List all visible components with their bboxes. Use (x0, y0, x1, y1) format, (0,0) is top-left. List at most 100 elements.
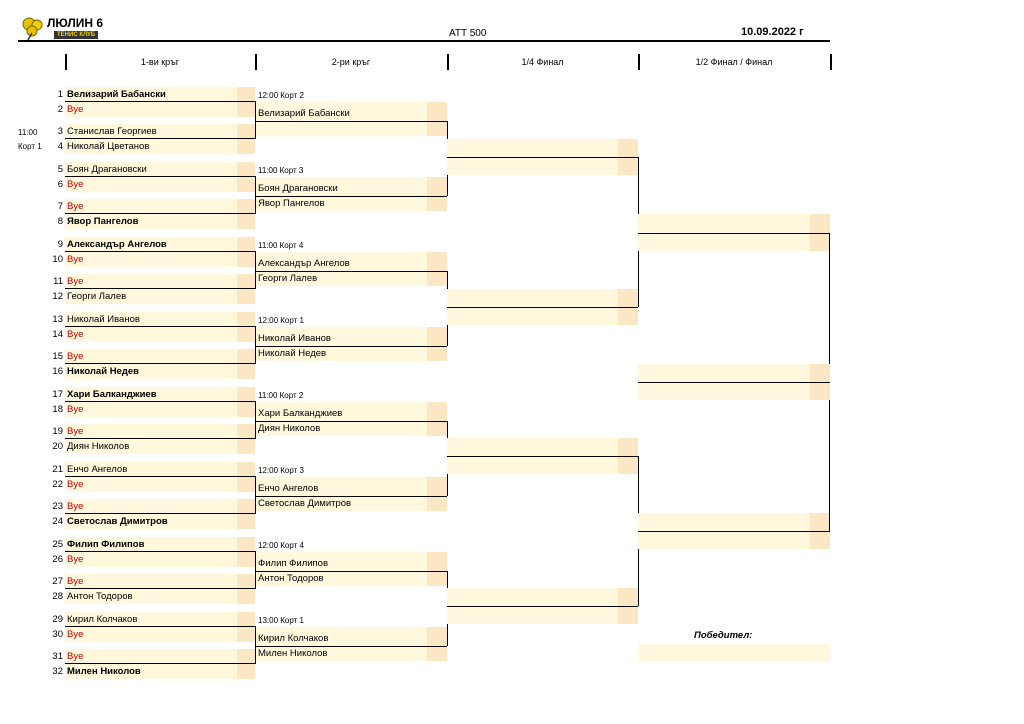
qf-divider (447, 307, 638, 309)
r1-slot-fill (65, 664, 237, 679)
r1-score-fill (237, 289, 255, 304)
r2-score-fill (427, 477, 447, 511)
r2-link-bottom (255, 346, 447, 348)
r1-connector-vertical (255, 176, 257, 214)
r1-connector-bottom (65, 213, 255, 215)
r1-connector-bottom (65, 138, 255, 140)
r1-connector-vertical (255, 551, 257, 589)
r1-score-fill (237, 612, 255, 627)
r2-player-name: Диян Николов (258, 423, 321, 434)
r1-score-fill (237, 574, 255, 589)
r1-slot-fill (65, 537, 237, 552)
r2-link-bottom (255, 646, 447, 648)
sf-slot-fill (638, 214, 810, 251)
round-divider (255, 54, 257, 70)
r1-slot-fill (65, 274, 237, 289)
bye-slot: Bye (67, 351, 84, 362)
r1-slot-fill (65, 387, 237, 402)
bye-slot: Bye (67, 254, 84, 265)
r1-slot-fill (65, 574, 237, 589)
r1-connector-vertical (255, 101, 257, 139)
seed-number: 16 (52, 366, 63, 377)
bye-slot: Bye (67, 501, 84, 512)
r2-player-name: Николай Недев (258, 348, 327, 359)
r2-player-name: Явор Пангелов (258, 198, 325, 209)
r2-player-name: Енчо Ангелов (258, 483, 319, 494)
r1-slot-fill (65, 514, 237, 529)
bye-slot: Bye (67, 426, 84, 437)
player-name: Николай Недев (67, 366, 139, 377)
seed-number: 5 (57, 164, 63, 175)
round-divider (638, 54, 640, 70)
r1-score-fill (237, 552, 255, 567)
seed-number: 20 (52, 441, 63, 452)
bye-slot: Bye (67, 179, 84, 190)
r1-slot-fill (65, 462, 237, 477)
seed-number: 11 (53, 276, 63, 287)
r1-slot-fill (65, 162, 237, 177)
r2-link-bottom (255, 196, 447, 198)
r1-score-fill (237, 402, 255, 417)
r1-connector-top (65, 626, 255, 628)
r1-score-fill (237, 627, 255, 642)
r1-connector-top (65, 326, 255, 328)
seed-number: 10 (52, 254, 63, 265)
round-divider (65, 54, 67, 70)
r1-connector-bottom (65, 438, 255, 440)
r1-slot-fill (65, 612, 237, 627)
r2-slot-fill (256, 102, 427, 136)
schedule-court: Корт 1 (18, 142, 42, 151)
sf-score-fill (810, 214, 830, 251)
match-info: 12:00 Корт 4 (258, 541, 304, 550)
round-header-2: 2-ри кръг (331, 57, 371, 67)
bye-slot: Bye (67, 276, 84, 287)
r1-slot-fill (65, 499, 237, 514)
bye-slot: Bye (67, 201, 84, 212)
r2-score-fill (427, 327, 447, 361)
r1-score-fill (237, 139, 255, 154)
match-info: 12:00 Корт 3 (258, 466, 304, 475)
r2-link-top (255, 271, 447, 273)
r1-connector-bottom (65, 663, 255, 665)
sf-divider (638, 233, 830, 235)
r1-slot-fill (65, 139, 237, 154)
r1-score-fill (237, 499, 255, 514)
r1-connector-vertical (255, 476, 257, 514)
seed-number: 28 (52, 591, 63, 602)
r1-slot-fill (65, 237, 237, 252)
r2-slot-fill (256, 552, 427, 586)
bye-slot: Bye (67, 629, 84, 640)
r2-slot-fill (256, 327, 427, 361)
r1-score-fill (237, 124, 255, 139)
seed-number: 1 (57, 89, 63, 100)
round-divider (447, 54, 449, 70)
r2-player-name: Милен Николов (258, 648, 328, 659)
player-name: Николай Цветанов (67, 141, 150, 152)
seed-number: 12 (52, 291, 63, 302)
r2-link-top (255, 121, 447, 123)
r1-connector-vertical (255, 251, 257, 289)
player-name: Георги Лалев (67, 291, 127, 302)
player-name: Велизарий Бабански (67, 89, 166, 100)
r2-player-name: Кирил Колчаков (258, 633, 329, 644)
r2-score-fill (427, 177, 447, 211)
r2-player-name: Филип Филипов (258, 558, 329, 569)
r2-slot-fill (256, 627, 427, 661)
r1-slot-fill (65, 627, 237, 642)
r1-connector-top (65, 551, 255, 553)
seed-number: 4 (57, 141, 63, 152)
seed-number: 7 (57, 201, 63, 212)
r2-player-name: Антон Тодоров (258, 573, 324, 584)
r2-link-top (255, 421, 447, 423)
match-info: 11:00 Корт 4 (258, 241, 304, 250)
player-name: Станислав Георгиев (67, 126, 157, 137)
winner-slot (638, 644, 830, 662)
sf-divider (638, 531, 830, 533)
r1-connector-top (65, 401, 255, 403)
r1-score-fill (237, 537, 255, 552)
player-name: Хари Балканджиев (67, 389, 157, 400)
r2-player-name: Светослав Димитров (258, 498, 352, 509)
r2-score-fill (427, 552, 447, 586)
round-header-1: 1-ви кръг (140, 57, 180, 67)
bye-slot: Bye (67, 479, 84, 490)
